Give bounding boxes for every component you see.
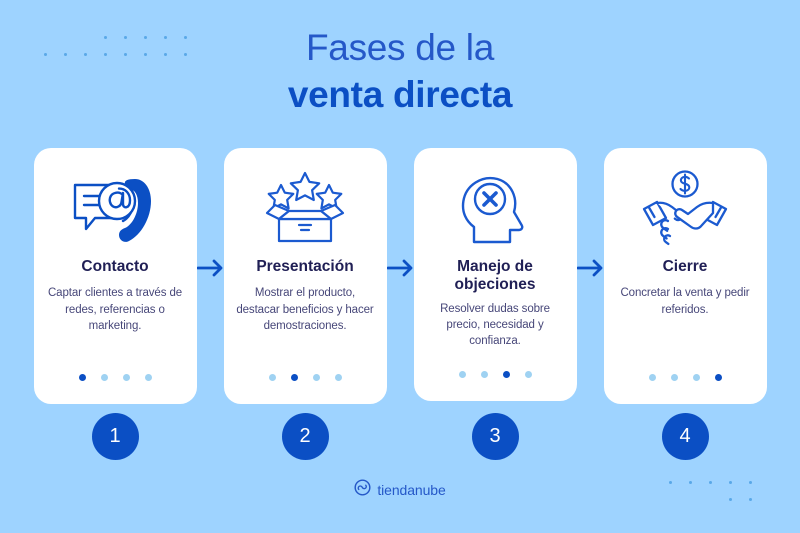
step-number-badges: 1 2 3 4: [0, 412, 800, 460]
deco-dot: [124, 36, 127, 39]
deco-dot: [184, 36, 187, 39]
deco-dot: [44, 53, 47, 56]
deco-dot: [709, 481, 712, 484]
deco-dot: [689, 498, 692, 501]
deco-dot: [729, 481, 732, 484]
step-dot-1[interactable]: [458, 371, 466, 378]
product-box-stars-icon: [259, 166, 351, 252]
deco-dot: [124, 53, 127, 56]
step-dot-4[interactable]: [524, 371, 532, 378]
step-badge-4: 4: [661, 412, 709, 460]
step-dot-4[interactable]: [714, 374, 722, 381]
badge-spacer: [577, 412, 604, 460]
card-description: Resolver dudas sobre precio, necesidad y…: [440, 302, 550, 348]
step-dot-3[interactable]: [502, 371, 510, 378]
deco-dot: [144, 36, 147, 39]
step-dot-2[interactable]: [100, 374, 108, 381]
step-badge-2: 2: [281, 412, 329, 460]
phase-card-cierre[interactable]: Cierre Concretar la venta y pedir referi…: [603, 148, 767, 404]
page-title: Fases de la venta directa: [0, 26, 800, 116]
step-dot-4[interactable]: [144, 374, 152, 381]
deco-dot: [729, 498, 732, 501]
phase-card-contacto[interactable]: Contacto Captar clientes a través de red…: [33, 148, 197, 404]
badge-slot-4: 4: [604, 412, 767, 460]
phase-card-manejo-objeciones[interactable]: Manejo de objeciones Resolver dudas sobr…: [413, 148, 577, 401]
card-title: Presentación: [256, 258, 354, 275]
arrow-right-icon-2: [386, 148, 414, 404]
step-badge-3: 3: [471, 412, 519, 460]
handshake-dollar-icon: [638, 166, 732, 252]
card-title: Manejo de objeciones: [454, 258, 536, 294]
step-dot-2[interactable]: [480, 371, 488, 378]
deco-dot: [84, 53, 87, 56]
badge-spacer: [197, 412, 224, 460]
arrow-right-icon-3: [576, 148, 604, 404]
deco-dot: [164, 36, 167, 39]
page-title-line1: Fases de la: [306, 27, 494, 68]
step-dot-1[interactable]: [78, 374, 86, 381]
deco-dot: [689, 481, 692, 484]
deco-dot: [749, 481, 752, 484]
page-title-line2: venta directa: [287, 73, 513, 115]
deco-dot: [104, 36, 107, 39]
badge-slot-2: 2: [224, 412, 387, 460]
deco-dot: [709, 498, 712, 501]
step-badge-1: 1: [91, 412, 139, 460]
phase-card-presentacion[interactable]: Presentación Mostrar el producto, destac…: [223, 148, 387, 404]
card-title: Contacto: [81, 258, 149, 275]
badge-spacer: [387, 412, 414, 460]
step-progress-dots[interactable]: [34, 374, 197, 381]
step-dot-3[interactable]: [122, 374, 130, 381]
dot-grid-top-left-decoration: [44, 36, 187, 56]
phases-card-row: Contacto Captar clientes a través de red…: [0, 148, 800, 406]
step-dot-2[interactable]: [290, 374, 298, 381]
step-dot-4[interactable]: [334, 374, 342, 381]
step-progress-dots[interactable]: [224, 374, 387, 381]
step-dot-3[interactable]: [692, 374, 700, 381]
tiendanube-cloud-icon: [354, 479, 371, 501]
contact-email-phone-icon: [69, 166, 161, 252]
deco-dot: [104, 53, 107, 56]
arrow-right-icon-1: [196, 148, 224, 404]
brand-name: tiendanube: [377, 482, 446, 498]
card-description: Mostrar el producto, destacar beneficios…: [236, 287, 374, 332]
step-dot-2[interactable]: [670, 374, 678, 381]
deco-dot: [164, 53, 167, 56]
head-objection-x-icon: [452, 166, 538, 252]
deco-dot: [669, 481, 672, 484]
footer-brand-logo: tiendanube: [0, 479, 800, 501]
deco-dot: [749, 498, 752, 501]
card-title: Cierre: [662, 258, 708, 275]
deco-dot: [184, 53, 187, 56]
deco-dot: [144, 53, 147, 56]
badge-slot-3: 3: [414, 412, 577, 460]
dot-grid-bottom-right-decoration: [669, 481, 752, 501]
step-dot-3[interactable]: [312, 374, 320, 381]
step-dot-1[interactable]: [268, 374, 276, 381]
card-description: Captar clientes a través de redes, refer…: [47, 287, 183, 332]
step-progress-dots[interactable]: [414, 371, 577, 378]
deco-dot: [64, 53, 67, 56]
deco-dot: [669, 498, 672, 501]
badge-slot-1: 1: [34, 412, 197, 460]
step-dot-1[interactable]: [648, 374, 656, 381]
step-progress-dots[interactable]: [604, 374, 767, 381]
card-description: Concretar la venta y pedir referidos.: [620, 287, 750, 316]
